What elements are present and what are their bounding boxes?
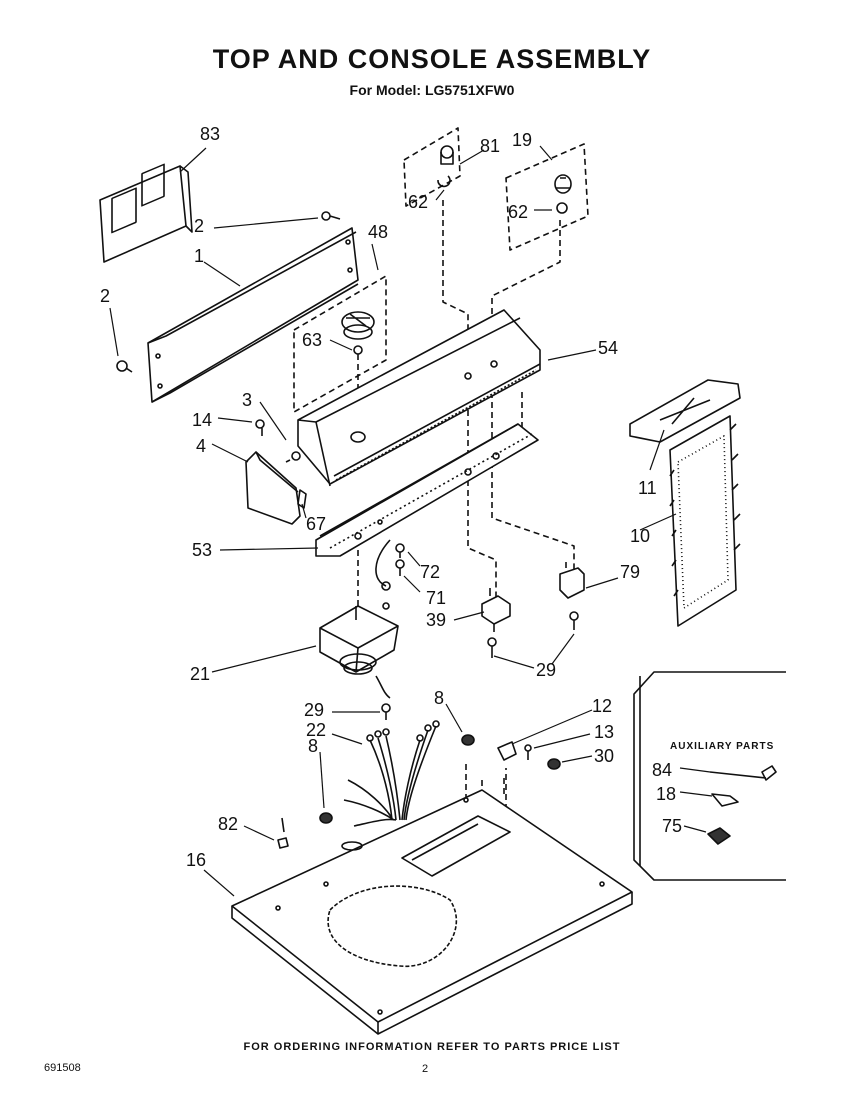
page-title: TOP AND CONSOLE ASSEMBLY xyxy=(212,44,652,74)
callout-79: 79 xyxy=(620,562,640,582)
part-30-nut xyxy=(547,758,561,770)
part-54-console xyxy=(297,309,541,487)
callout-53: 53 xyxy=(192,540,212,560)
callout-21: 21 xyxy=(190,664,210,684)
callout-12: 12 xyxy=(592,696,612,716)
callout-11: 11 xyxy=(638,478,657,498)
auxiliary-parts-box xyxy=(633,671,786,881)
callout-10: 10 xyxy=(630,526,650,546)
callout-labels: 83 81 19 62 62 2 48 1 2 63 54 3 14 4 11 … xyxy=(100,124,774,870)
part-3-screw xyxy=(285,451,301,463)
part-75-connector xyxy=(707,827,731,845)
callout-13: 13 xyxy=(594,722,614,742)
part-14-screw xyxy=(255,419,265,436)
callout-71: 71 xyxy=(426,588,446,608)
callout-63: 63 xyxy=(302,330,322,350)
part-67-clip xyxy=(297,489,307,509)
document-number: 691508 xyxy=(44,1062,81,1074)
part-13-screw xyxy=(524,744,532,760)
part-19-knob-group xyxy=(505,143,589,251)
callout-29-left: 29 xyxy=(304,700,324,720)
callout-39: 39 xyxy=(426,610,446,630)
callout-3: 3 xyxy=(242,390,252,410)
part-81-knob-group xyxy=(403,127,461,207)
callout-22: 22 xyxy=(306,720,326,740)
part-48-knob-group xyxy=(293,275,387,413)
callout-18: 18 xyxy=(656,784,676,804)
callout-48: 48 xyxy=(368,222,388,242)
part-29-screw-upper xyxy=(569,611,579,630)
callout-16: 16 xyxy=(186,850,206,870)
part-82-clip xyxy=(277,817,289,849)
part-84-lead xyxy=(709,765,777,781)
part-2-screw-left xyxy=(116,360,133,373)
callout-72: 72 xyxy=(420,562,440,582)
callout-19: 19 xyxy=(512,130,532,150)
part-8-grommet-lower xyxy=(319,812,333,824)
ordering-note: FOR ORDERING INFORMATION REFER TO PARTS … xyxy=(243,1041,621,1053)
auxiliary-parts-label: AUXILIARY PARTS xyxy=(670,741,774,752)
part-2-screw-top xyxy=(321,211,341,221)
part-29-screw-lower xyxy=(487,637,497,658)
part-29-screw-harness xyxy=(381,703,391,720)
callout-2-left: 2 xyxy=(100,286,110,306)
page-number: 2 xyxy=(422,1063,429,1075)
callout-81: 81 xyxy=(480,136,500,156)
wire-harness-short xyxy=(375,539,391,587)
part-53-rail xyxy=(315,423,539,557)
leader-lines xyxy=(109,145,713,897)
part-22-harness xyxy=(343,720,440,827)
callout-14: 14 xyxy=(192,410,212,430)
model-subtitle: For Model: LG5751XFW0 xyxy=(349,82,515,98)
part-71-screw xyxy=(395,559,405,576)
callout-75: 75 xyxy=(662,816,682,836)
callout-8-upper: 8 xyxy=(434,688,444,708)
callout-84: 84 xyxy=(652,760,672,780)
callout-62-lower: 62 xyxy=(508,202,528,222)
part-8-grommet-upper xyxy=(461,734,475,746)
callout-54: 54 xyxy=(598,338,618,358)
part-11-cover xyxy=(629,379,741,443)
part-39-switch xyxy=(481,588,511,632)
callout-30: 30 xyxy=(594,746,614,766)
part-79-switch xyxy=(559,562,585,599)
part-83-bracket xyxy=(99,163,193,263)
callout-8-lower: 8 xyxy=(308,736,318,756)
part-1-panel xyxy=(147,227,359,403)
part-12-clip xyxy=(497,741,517,761)
callout-4: 4 xyxy=(196,436,206,456)
part-10-lint-screen xyxy=(669,415,741,627)
part-4-end-cap xyxy=(245,451,301,525)
callout-1: 1 xyxy=(194,246,204,266)
callout-67: 67 xyxy=(306,514,326,534)
part-21-timer xyxy=(319,605,399,699)
callout-29-right: 29 xyxy=(536,660,556,680)
part-18-terminal xyxy=(711,793,739,807)
callout-83: 83 xyxy=(200,124,220,144)
callout-2-top: 2 xyxy=(194,216,204,236)
callout-62-upper: 62 xyxy=(408,192,428,212)
callout-82: 82 xyxy=(218,814,238,834)
part-16-top xyxy=(231,789,633,1035)
part-72-screw xyxy=(395,543,405,558)
